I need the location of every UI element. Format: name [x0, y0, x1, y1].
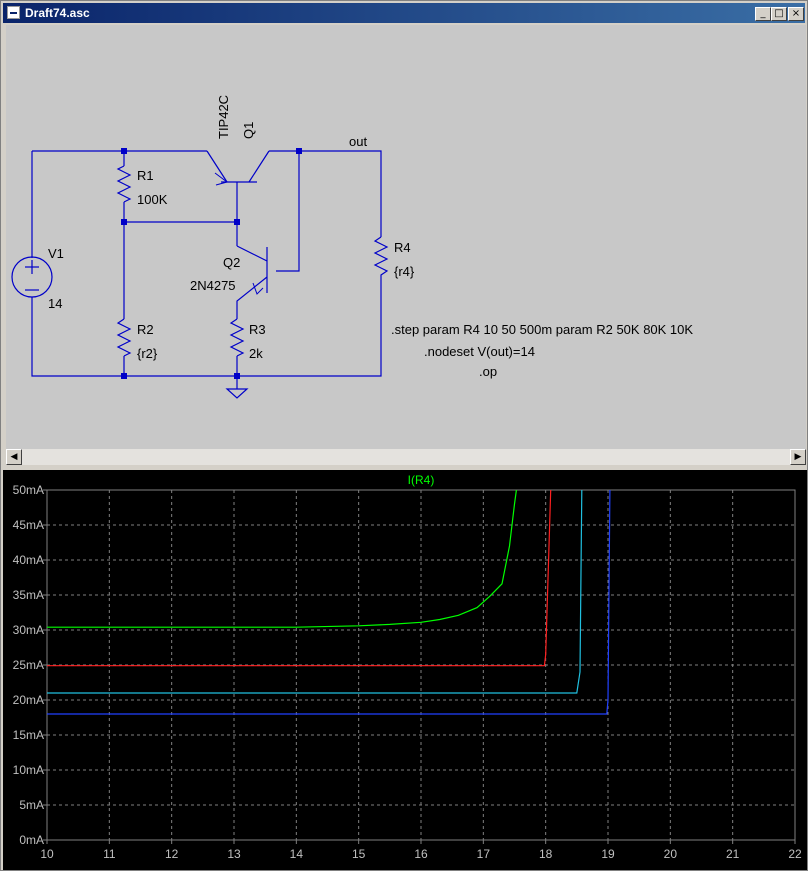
- y-tick-label: 0mA: [19, 833, 44, 847]
- v1-name-label: V1: [48, 246, 64, 261]
- scroll-left-button[interactable]: ◀: [6, 449, 22, 465]
- r1-value-label: 100K: [137, 192, 168, 207]
- r2-value-label: {r2}: [137, 346, 158, 361]
- y-tick-label: 20mA: [13, 693, 44, 707]
- x-tick-label: 20: [664, 847, 678, 861]
- v1-value-label: 14: [48, 296, 62, 311]
- horizontal-scrollbar[interactable]: ◀ ▶: [6, 449, 806, 465]
- r2-name-label: R2: [137, 322, 154, 337]
- schematic-canvas[interactable]: TIP42C Q1 out R1 100K V1 14 Q2 2N4275 R4…: [6, 25, 806, 449]
- trace-line-2: [47, 489, 552, 667]
- r3-value-label: 2k: [249, 346, 263, 361]
- ground-symbol: [225, 388, 249, 399]
- x-tick-label: 14: [290, 847, 304, 861]
- title-bar[interactable]: Draft74.asc _ □ ×: [3, 3, 805, 23]
- document-icon: [7, 6, 20, 19]
- window-title: Draft74.asc: [25, 6, 90, 20]
- r2-symbol: [116, 318, 132, 357]
- r1-name-label: R1: [137, 168, 154, 183]
- minimize-button[interactable]: _: [755, 7, 771, 21]
- wire-bottom: [31, 285, 382, 377]
- q2-model-label: 2N4275: [190, 278, 236, 293]
- trace-line-4: [47, 489, 611, 715]
- y-tick-label: 5mA: [19, 798, 44, 812]
- q2-name-label: Q2: [223, 255, 240, 270]
- x-tick-label: 16: [414, 847, 428, 861]
- maximize-button[interactable]: □: [771, 7, 787, 21]
- trace-line-1: [47, 489, 517, 628]
- y-tick-label: 35mA: [13, 588, 44, 602]
- r1-symbol: [116, 165, 132, 203]
- q1-model-label: TIP42C: [216, 95, 231, 139]
- nodeset-directive: .nodeset V(out)=14: [424, 344, 535, 359]
- y-tick-label: 15mA: [13, 728, 44, 742]
- y-tick-label: 25mA: [13, 658, 44, 672]
- x-tick-label: 17: [477, 847, 491, 861]
- x-tick-label: 18: [539, 847, 553, 861]
- x-tick-label: 12: [165, 847, 179, 861]
- plot-frame: [46, 489, 796, 841]
- scroll-right-button[interactable]: ▶: [790, 449, 806, 465]
- r3-name-label: R3: [249, 322, 266, 337]
- r4-name-label: R4: [394, 240, 411, 255]
- v1-symbol: [11, 256, 53, 298]
- y-tick-label: 50mA: [13, 483, 44, 497]
- r4-symbol: [373, 236, 389, 285]
- y-tick-label: 10mA: [13, 763, 44, 777]
- op-directive: .op: [479, 364, 497, 379]
- y-tick-label: 40mA: [13, 553, 44, 567]
- trace-label: I(R4): [408, 473, 435, 487]
- q1-name-label: Q1: [241, 122, 256, 139]
- wire-top-right: [269, 150, 382, 237]
- y-tick-label: 45mA: [13, 518, 44, 532]
- net-label-out: out: [349, 134, 367, 149]
- x-tick-label: 15: [352, 847, 366, 861]
- y-tick-label: 30mA: [13, 623, 44, 637]
- schematic-drawing: TIP42C Q1 out R1 100K V1 14 Q2 2N4275 R4…: [11, 95, 693, 399]
- step-directive: .step param R4 10 50 500m param R2 50K 8…: [391, 322, 693, 337]
- x-tick-label: 21: [726, 847, 740, 861]
- waveform-viewer[interactable]: 10 11 12 13 14 15 16 17 18 19 20 21 22 0mA 5mA 10mA 15mA…: [3, 470, 807, 870]
- close-button[interactable]: ×: [788, 7, 804, 21]
- x-tick-label: 10: [40, 847, 54, 861]
- x-tick-label: 13: [227, 847, 241, 861]
- plot-background: [3, 470, 807, 870]
- r4-value-label: {r4}: [394, 264, 415, 279]
- waveform-plot: 10 11 12 13 14 15 16 17 18 19 20 21 22 0mA 5mA 10mA 15mA…: [3, 470, 807, 870]
- trace-line-3: [47, 489, 583, 694]
- x-tick-label: 19: [601, 847, 615, 861]
- r3-symbol: [229, 318, 245, 357]
- x-tick-label: 11: [103, 847, 116, 861]
- x-tick-label: 22: [788, 847, 802, 861]
